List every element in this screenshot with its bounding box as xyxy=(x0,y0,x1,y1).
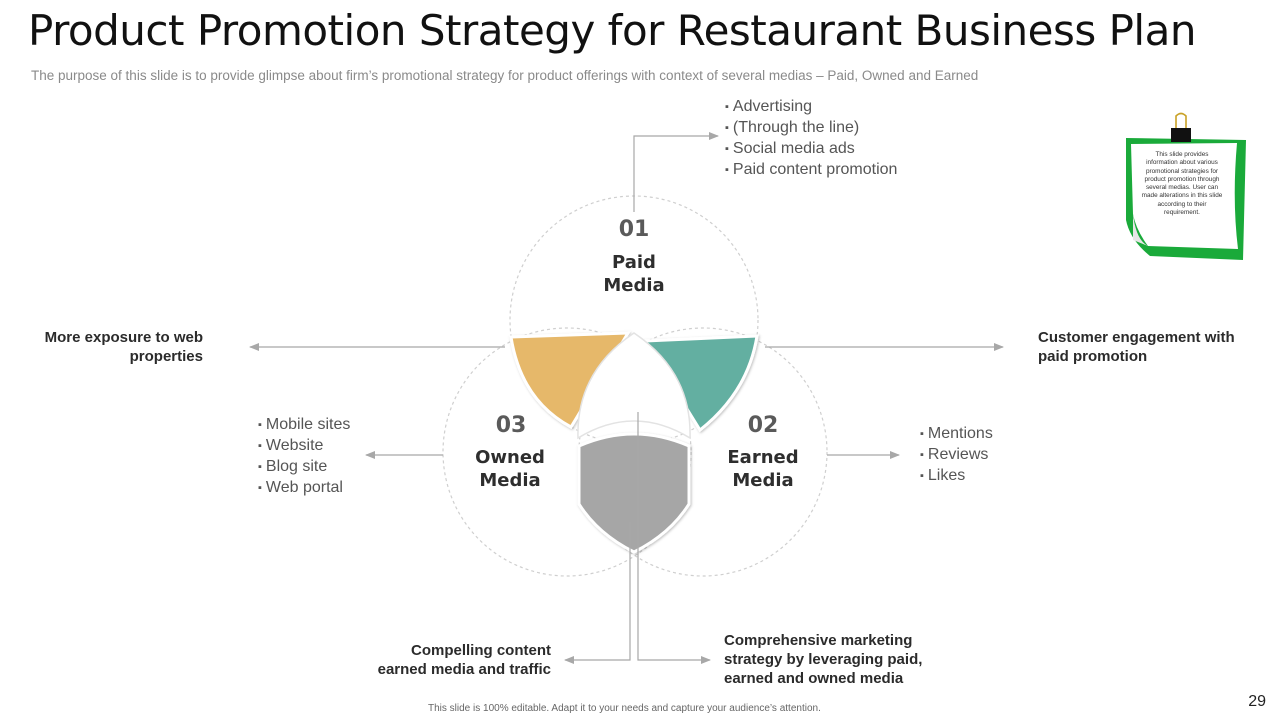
footer-note: This slide is 100% editable. Adapt it to… xyxy=(428,703,821,714)
page-title: Product Promotion Strategy for Restauran… xyxy=(28,6,1196,55)
outcome-bottom-right: Comprehensive marketing strategy by leve… xyxy=(724,631,984,688)
bullet-item: Likes xyxy=(920,466,993,487)
earned-title-line1: Earned xyxy=(727,447,799,468)
paid-earned-overlap xyxy=(642,334,759,433)
outcome-bottom-left-line1: Compelling content xyxy=(411,642,551,659)
owned-title: Owned Media xyxy=(460,446,560,492)
paid-number: 01 xyxy=(618,217,650,242)
outcome-right: Customer engagement with paid promotion xyxy=(1038,328,1268,366)
paid-connector xyxy=(633,132,719,212)
outcome-right-line1: Customer engagement with xyxy=(1038,329,1235,346)
owned-media-circle xyxy=(442,327,692,577)
bullet-item: Reviews xyxy=(920,445,993,466)
outcome-left: More exposure to web properties xyxy=(23,328,203,366)
bullet-item: Social media ads xyxy=(725,139,897,160)
paid-title-line2: Media xyxy=(603,275,665,296)
page-subtitle: The purpose of this slide is to provide … xyxy=(31,68,979,83)
owned-title-line2: Media xyxy=(479,470,541,491)
bullet-item: (Through the line) xyxy=(725,118,897,139)
owned-number: 03 xyxy=(495,413,527,438)
earned-title: Earned Media xyxy=(713,446,813,492)
owned-earned-overlap xyxy=(577,432,691,554)
bullet-item: Mobile sites xyxy=(258,415,350,436)
bullet-item: Web portal xyxy=(258,478,350,499)
page-number: 29 xyxy=(1248,693,1266,710)
bullet-item: Paid content promotion xyxy=(725,160,898,181)
bullet-item: Advertising xyxy=(725,97,897,118)
sticky-note-text: This slide provides information about va… xyxy=(1141,151,1223,217)
outcome-left-line2: properties xyxy=(129,348,203,365)
earned-media-circle xyxy=(578,327,828,577)
bullet-item: Blog site xyxy=(258,457,350,478)
paid-owned-overlap xyxy=(509,331,631,429)
bullet-item: Mentions xyxy=(920,424,993,445)
bottom-right-connector xyxy=(637,412,711,664)
paid-media-bullets: Advertising (Through the line) Social me… xyxy=(725,97,898,181)
owned-media-bullets: Mobile sites Website Blog site Web porta… xyxy=(258,415,350,499)
bottom-left-connector xyxy=(564,522,631,664)
earned-number: 02 xyxy=(747,413,779,438)
paid-title-line1: Paid xyxy=(612,252,656,273)
outcome-bottom-right-line2: strategy by leveraging paid, xyxy=(724,651,923,668)
outcome-bottom-right-line3: earned and owned media xyxy=(724,670,904,687)
outcome-bottom-left: Compelling content earned media and traf… xyxy=(331,641,551,679)
bullet-item: Website xyxy=(258,436,350,457)
binder-clip-icon xyxy=(1171,112,1191,142)
outcome-bottom-right-line1: Comprehensive marketing xyxy=(724,632,913,649)
outcome-right-line2: paid promotion xyxy=(1038,348,1148,365)
earned-title-line2: Media xyxy=(732,470,794,491)
outcome-left-line1: More exposure to web xyxy=(44,329,203,346)
owned-title-line1: Owned xyxy=(475,447,545,468)
center-overlap xyxy=(577,332,691,440)
earned-media-bullets: Mentions Reviews Likes xyxy=(920,424,993,487)
outcome-bottom-left-line2: earned media and traffic xyxy=(377,661,551,678)
sticky-note xyxy=(1126,138,1246,260)
paid-title: Paid Media xyxy=(584,251,684,297)
